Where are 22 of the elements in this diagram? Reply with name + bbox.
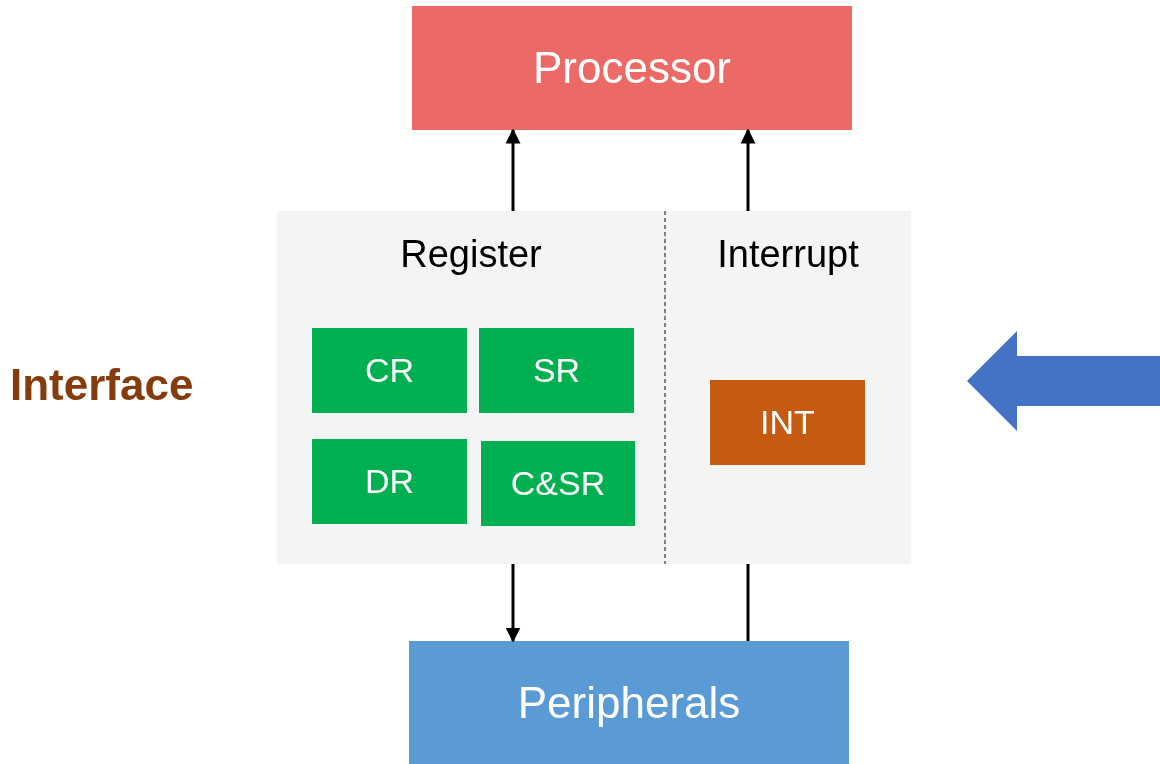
peripherals-box <box>409 641 849 764</box>
box-label: C&SR <box>510 464 606 503</box>
interrupt-panel <box>665 211 911 564</box>
arrow <box>505 128 521 211</box>
box-label: Processor <box>532 43 732 93</box>
panel-heading: Register <box>400 233 542 276</box>
interrupt-box <box>710 380 865 465</box>
box-label: SR <box>532 351 581 390</box>
panel-heading: Interrupt <box>717 233 859 276</box>
register-box <box>479 328 634 413</box>
register-box <box>312 439 467 524</box>
processor-box <box>412 6 852 130</box>
register-box <box>481 441 635 526</box>
box-label: DR <box>364 462 415 501</box>
box-label: CR <box>364 351 415 390</box>
register-box <box>312 328 467 413</box>
diagram-label: Interface <box>10 360 194 410</box>
register-panel <box>277 211 665 564</box>
box-label: Peripherals <box>517 677 741 728</box>
arrow <box>505 564 521 643</box>
arrow <box>740 128 756 211</box>
box-label: INT <box>760 403 815 442</box>
